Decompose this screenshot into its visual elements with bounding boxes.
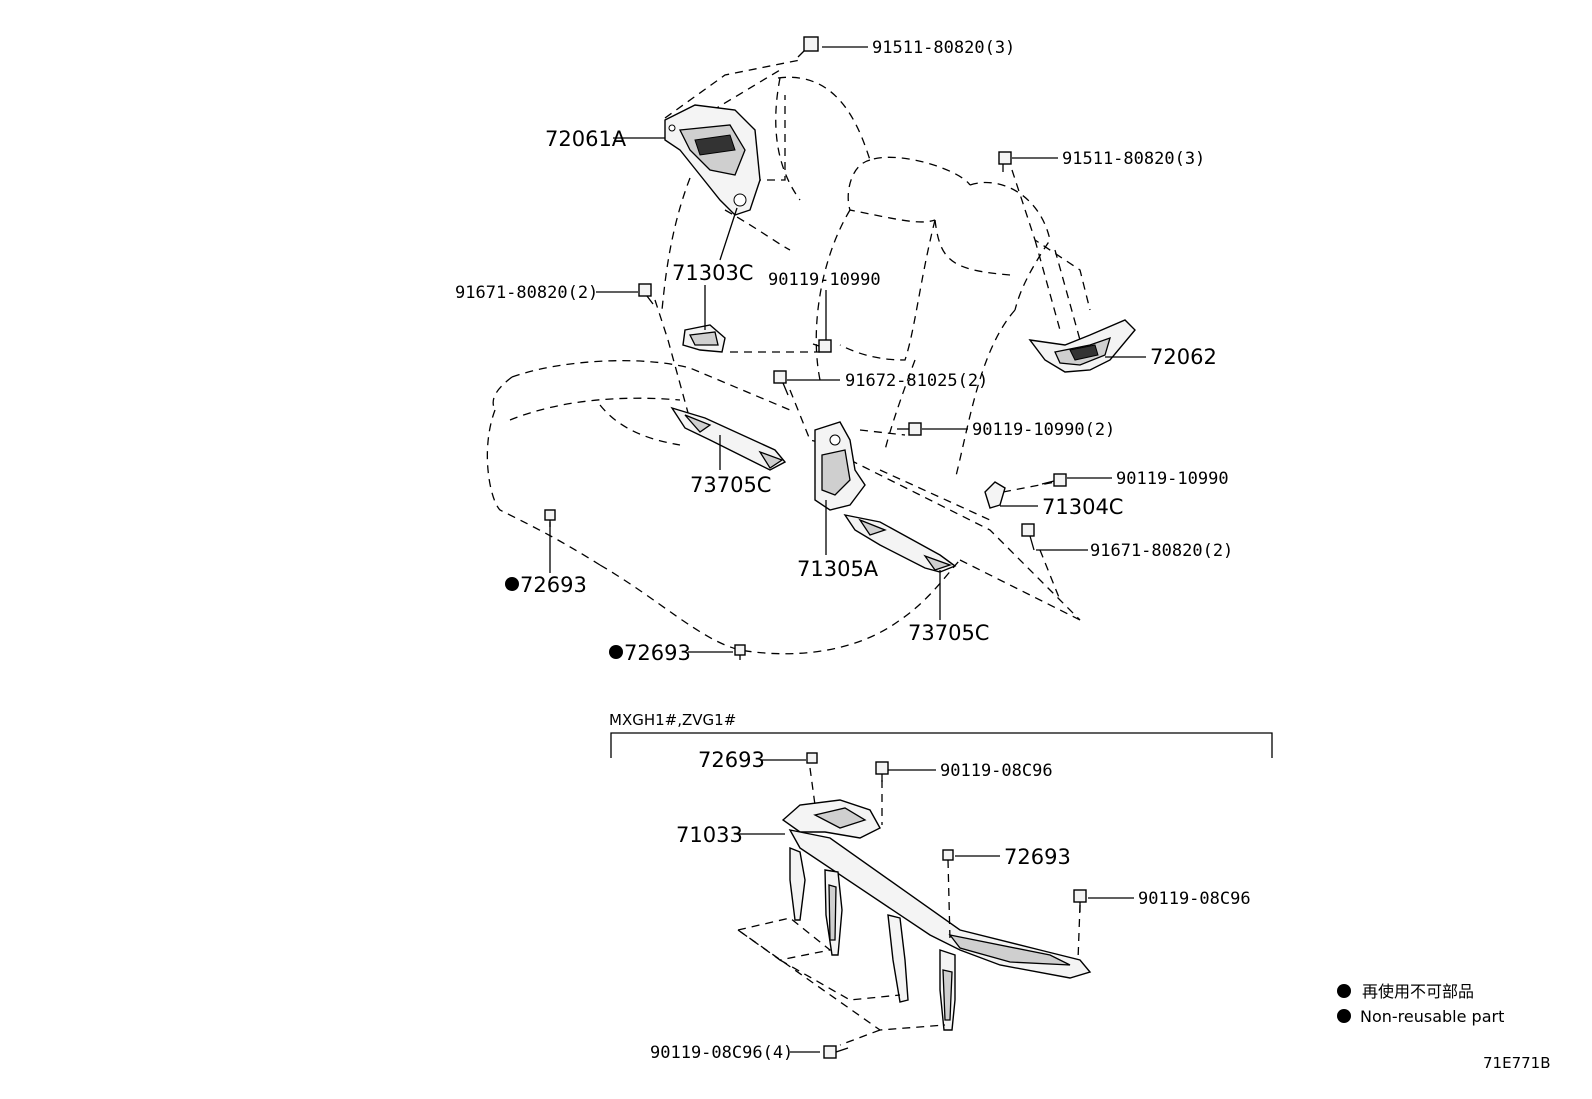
label-72693-d: 72693: [1004, 845, 1071, 869]
bolt-icon: [1073, 889, 1087, 912]
bolt-icon: [1021, 523, 1035, 551]
variant-section: MXGH1#,ZVG1#: [609, 711, 1273, 758]
figure-id: 71E771B: [1483, 1054, 1551, 1072]
bolt-icon: [638, 283, 654, 305]
label-71033: 71033: [676, 823, 743, 847]
clip-icon: [942, 849, 954, 861]
bolt-icon: [812, 339, 832, 353]
lower-lines: [736, 752, 1134, 1059]
label-90119-10990-2: 90119-10990(2): [972, 420, 1115, 440]
non-reusable-marker: [505, 577, 519, 591]
label-90119-10990-a: 90119-10990: [768, 270, 881, 290]
lower-labels: 72693 90119-08C96 71033 72693 90119-08C9…: [650, 748, 1251, 1063]
label-72061A: 72061A: [545, 127, 627, 151]
bolt-icon: [897, 422, 922, 436]
label-90119-08C96-b: 90119-08C96: [1138, 889, 1251, 909]
non-reusable-marker: [1337, 984, 1351, 998]
non-reusable-marker: [609, 645, 623, 659]
part-71305A: [814, 421, 866, 511]
label-72693-a: 72693: [520, 573, 587, 597]
label-71304C: 71304C: [1042, 495, 1123, 519]
label-71305A: 71305A: [797, 557, 879, 581]
legend-jp: 再使用不可部品: [1362, 982, 1474, 1001]
non-reusable-marker: [1337, 1009, 1351, 1023]
bolt-icon: [823, 1045, 849, 1059]
leader-lines: [549, 46, 1146, 653]
bolt-icon: [773, 370, 789, 396]
legend: 再使用不可部品 Non-reusable part: [1337, 982, 1504, 1026]
bolt-icon: [797, 36, 819, 58]
label-91672: 91672-81025(2): [845, 371, 988, 391]
label-91511-top: 91511-80820(3): [872, 38, 1015, 58]
label-71303C: 71303C: [672, 261, 753, 285]
part-72062: [1028, 319, 1136, 373]
part-72061A: [664, 104, 761, 216]
part-73705C-left: [670, 406, 787, 471]
legend-en: Non-reusable part: [1360, 1007, 1504, 1026]
label-91511-right: 91511-80820(3): [1062, 149, 1205, 169]
variant-label: MXGH1#,ZVG1#: [609, 711, 736, 729]
label-90119-10990-b: 90119-10990: [1116, 469, 1229, 489]
bolt-icon: [875, 761, 889, 782]
label-72693-b: 72693: [624, 641, 691, 665]
clip-icon: [806, 752, 818, 764]
label-73705C-left: 73705C: [690, 473, 771, 497]
label-72693-c: 72693: [698, 748, 765, 772]
label-72062: 72062: [1150, 345, 1217, 369]
label-91671-left: 91671-80820(2): [455, 283, 598, 303]
label-91671-right: 91671-80820(2): [1090, 541, 1233, 561]
part-71033: [781, 799, 1092, 1031]
part-labels: 91511-80820(3) 72061A 91511-80820(3) 713…: [455, 38, 1233, 665]
part-71303C: [682, 324, 726, 353]
label-90119-08C96-4: 90119-08C96(4): [650, 1043, 793, 1063]
bolt-icon: [1041, 473, 1067, 487]
label-90119-08C96-a: 90119-08C96: [940, 761, 1053, 781]
part-71304C: [984, 481, 1006, 509]
clip-icon: [734, 644, 746, 660]
bolt-icon: [998, 151, 1012, 172]
label-73705C-right: 73705C: [908, 621, 989, 645]
